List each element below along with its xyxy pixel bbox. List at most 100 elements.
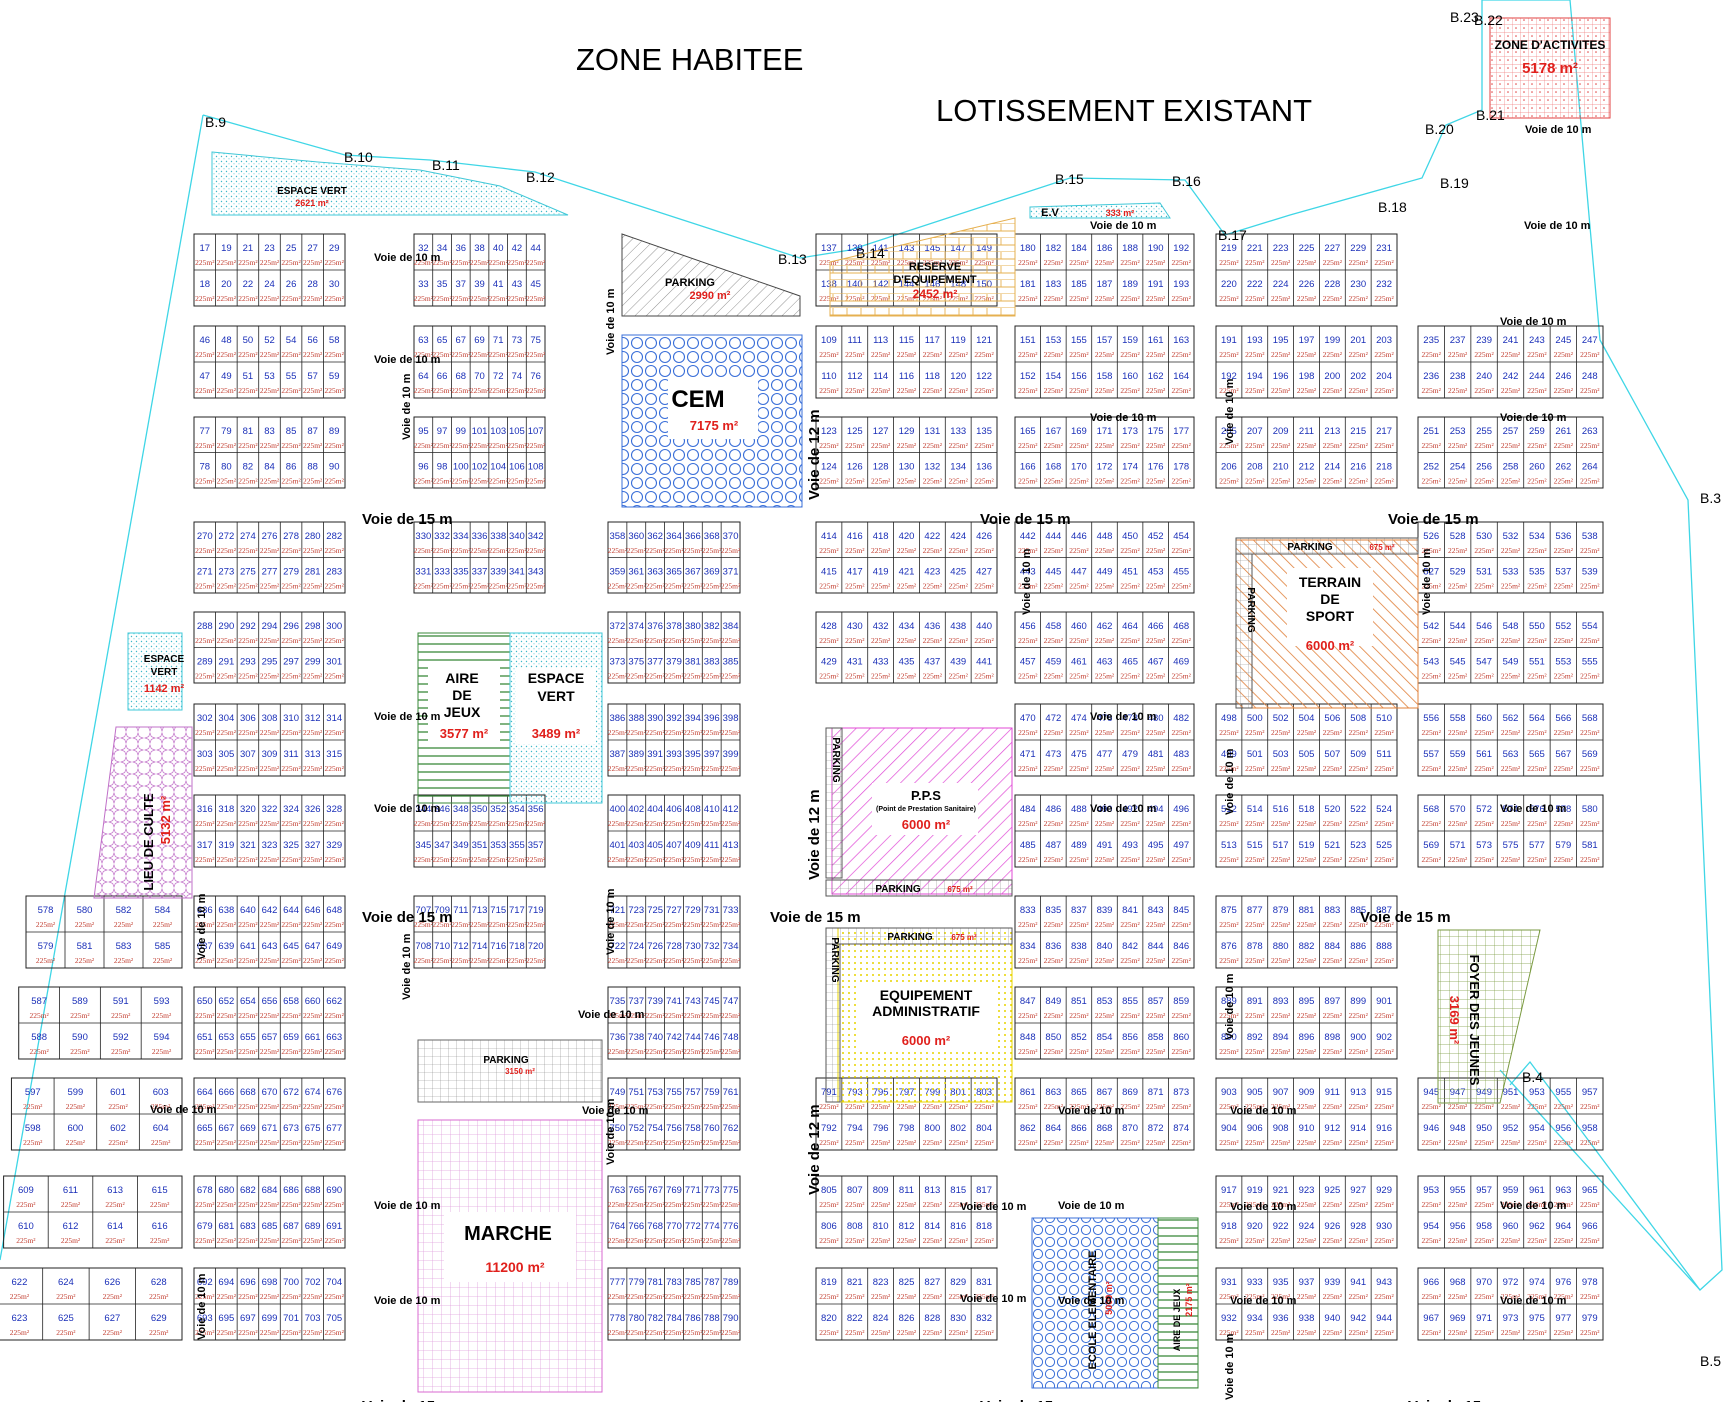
lot-area: 225m² [683,1328,703,1337]
lot-area: 225m² [1422,386,1442,395]
lot-number: 681 [218,1221,234,1232]
lot-number: 512 [1221,804,1237,815]
lot-number: 504 [1299,713,1315,724]
lot-area: 225m² [1120,1102,1140,1111]
lot-area: 225m² [1146,294,1166,303]
lot-area: 225m² [1297,1102,1317,1111]
lot-area: 225m² [664,546,684,555]
lot-number: 79 [221,426,232,437]
lot-number: 23 [264,243,275,254]
lot-area: 225m² [1422,636,1442,645]
lot-number: 578 [38,905,54,916]
lot-area: 225m² [1245,819,1265,828]
lot-area: 225m² [1018,636,1038,645]
lot-number: 742 [666,1032,682,1043]
lot-number: 648 [326,905,342,916]
lot-area: 225m² [23,1102,43,1111]
lot-area: 225m² [1069,350,1089,359]
lot-area: 225m² [1172,1102,1192,1111]
lot-block: 953225m²954225m²955225m²956225m²957225m²… [1417,1175,1604,1249]
lot-area: 225m² [1554,819,1574,828]
espace-vert-mid-label-2: VERT [537,688,575,704]
lot-number: 394 [685,713,701,724]
lot-area: 225m² [1474,386,1494,395]
lot-number: 864 [1045,1123,1061,1134]
lot-area: 225m² [1069,672,1089,681]
lot-area: 225m² [195,1138,215,1147]
lot-number: 902 [1376,1032,1392,1043]
lot-number: 348 [453,804,469,815]
lot-number: 784 [666,1313,682,1324]
lot-number: 570 [1450,804,1466,815]
lot-area: 225m² [451,819,471,828]
lot-area: 225m² [217,258,237,267]
lot-number: 87 [307,426,318,437]
lot-block: 46225m²47225m²48225m²49225m²50225m²51225… [193,325,346,399]
lot-area: 225m² [1018,1138,1038,1147]
lot-area: 225m² [949,1138,969,1147]
lot-number: 977 [1555,1313,1571,1324]
lot-area: 225m² [432,350,452,359]
lot-area: 225m² [871,582,891,591]
lot-number: 410 [704,804,720,815]
lot-area: 225m² [1095,728,1115,737]
lot-number: 76 [530,371,541,382]
lot-area: 225m² [303,920,323,929]
lot-area: 225m² [507,477,527,486]
lot-number: 210 [1273,462,1289,473]
lot-block: 63225m²64225m²65225m²66225m²67225m²68225… [413,325,546,399]
lot-number: 520 [1324,804,1340,815]
lot-area: 225m² [845,1102,865,1111]
road-label-10m: Voie de 10 m [1058,1105,1125,1117]
lot-area: 225m² [303,294,323,303]
lot-area: 225m² [489,546,509,555]
lot-number: 322 [262,804,278,815]
lot-area: 225m² [608,1011,628,1020]
lot-area: 225m² [260,920,280,929]
lot-area: 225m² [702,819,722,828]
lot-number: 83 [264,426,275,437]
lot-number: 636 [197,905,213,916]
lot-area: 225m² [414,258,434,267]
lot-number: 666 [218,1087,234,1098]
lot-number: 823 [873,1277,889,1288]
lot-area: 225m² [1219,441,1239,450]
lot-number: 135 [976,426,992,437]
lot-area: 225m² [470,441,490,450]
lot-area: 225m² [627,855,647,864]
lot-number: 497 [1173,840,1189,851]
lot-area: 225m² [1018,956,1038,965]
lot-area: 225m² [721,672,741,681]
lot-area: 225m² [281,920,301,929]
lot-number: 309 [262,749,278,760]
lot-area: 225m² [1349,294,1369,303]
lot-number: 171 [1097,426,1113,437]
lot-number: 203 [1376,335,1392,346]
lot-area: 225m² [303,1200,323,1209]
lot-number: 439 [950,657,966,668]
lot-number: 643 [262,941,278,952]
lot-number: 305 [218,749,234,760]
lot-area: 225m² [108,1138,128,1147]
lot-number: 127 [873,426,889,437]
terrain-label-2: DE [1320,591,1339,607]
lot-number: 401 [609,840,625,851]
lot-area: 225m² [1323,819,1343,828]
lot-number: 946 [1423,1123,1439,1134]
lot-block: 32225m²33225m²34225m²35225m²36225m²37225… [413,233,546,307]
lot-area: 225m² [645,855,665,864]
lot-area: 225m² [1580,728,1600,737]
lot-area: 225m² [1580,764,1600,773]
lot-number: 181 [1020,279,1036,290]
lot-number: 580 [1582,804,1598,815]
lot-number: 349 [453,840,469,851]
lot-number: 177 [1173,426,1189,437]
lot-area: 225m² [627,920,647,929]
lot-number: 359 [609,567,625,578]
lot-area: 225m² [627,1328,647,1337]
lot-area: 225m² [281,855,301,864]
lot-number: 329 [326,840,342,851]
lot-area: 225m² [1422,672,1442,681]
lot-area: 225m² [1323,1328,1343,1337]
lot-area: 225m² [325,477,345,486]
